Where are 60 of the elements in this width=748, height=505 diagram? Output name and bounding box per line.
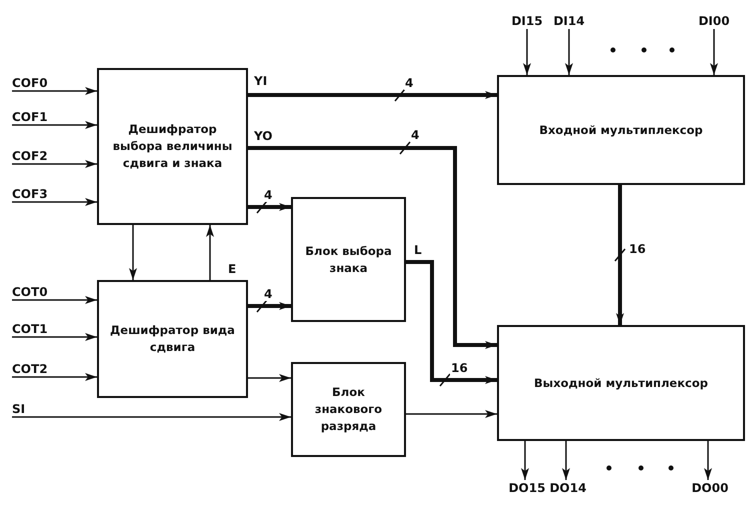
arrow (248, 91, 497, 99)
signal-name: YI (254, 74, 268, 88)
signal-name: DO15 (507, 480, 547, 496)
block-title: Дешифратор вида сдвига (109, 322, 236, 356)
signal-name: COT1 (12, 321, 58, 337)
decoder-box (97, 280, 248, 398)
signal-name: COT2 (12, 361, 58, 377)
logic-block (291, 197, 406, 322)
arrow (562, 441, 570, 480)
signal-name: COF3 (12, 186, 58, 202)
arrow (406, 260, 497, 384)
signal-name: DO00 (690, 480, 730, 496)
arrow (406, 410, 497, 418)
arrow (248, 302, 291, 310)
signal-name: YO (254, 129, 272, 143)
edge-label: 4 (263, 288, 274, 301)
block-title: Входной мультиплексор (539, 122, 703, 138)
block-title: Блок выбора знака (304, 242, 393, 276)
arrow (565, 29, 573, 75)
signal-name: COT0 (12, 284, 58, 300)
signal-name: SI (12, 401, 58, 417)
signal-name: DO14 (548, 480, 588, 496)
edge-label: 4 (410, 129, 420, 142)
edge-label: 4 (263, 189, 274, 202)
arrow (12, 160, 97, 168)
arrow (206, 225, 214, 280)
arrow (12, 296, 97, 304)
arrow (12, 413, 291, 421)
arrow (129, 225, 137, 280)
block-title: Выходной мультиплексор (534, 374, 708, 392)
arrow (521, 441, 529, 480)
arrow (12, 121, 97, 129)
signal-name: DI15 (506, 13, 548, 29)
signal-name: COF0 (12, 75, 58, 91)
edge-label: 16 (450, 362, 469, 375)
arrow (616, 185, 624, 325)
edge-label: 4 (404, 77, 414, 90)
arrow (523, 29, 531, 75)
signal-name: L (414, 243, 422, 257)
arrow (248, 146, 497, 349)
signal-name: COF2 (12, 148, 58, 164)
signal-name: COF1 (12, 109, 58, 125)
arrow (12, 333, 97, 341)
logic-block (291, 362, 406, 457)
arrow (704, 441, 712, 480)
block-title: Блок знакового разряда (314, 384, 384, 434)
edge-label: 16 (628, 243, 647, 256)
multiplexer-box (497, 325, 745, 441)
signal-name: E (228, 262, 236, 276)
multiplexer-box (497, 75, 745, 185)
arrow (12, 373, 97, 381)
signal-name: DI14 (548, 13, 590, 29)
arrow (710, 29, 718, 75)
block-title: Дешифратор выбора величины сдвига и знака (112, 121, 234, 172)
decoder-box (97, 68, 248, 225)
arrow (248, 374, 291, 382)
arrow (12, 87, 97, 95)
arrow (248, 203, 291, 211)
signal-name: DI00 (693, 13, 735, 29)
arrow (12, 198, 97, 206)
